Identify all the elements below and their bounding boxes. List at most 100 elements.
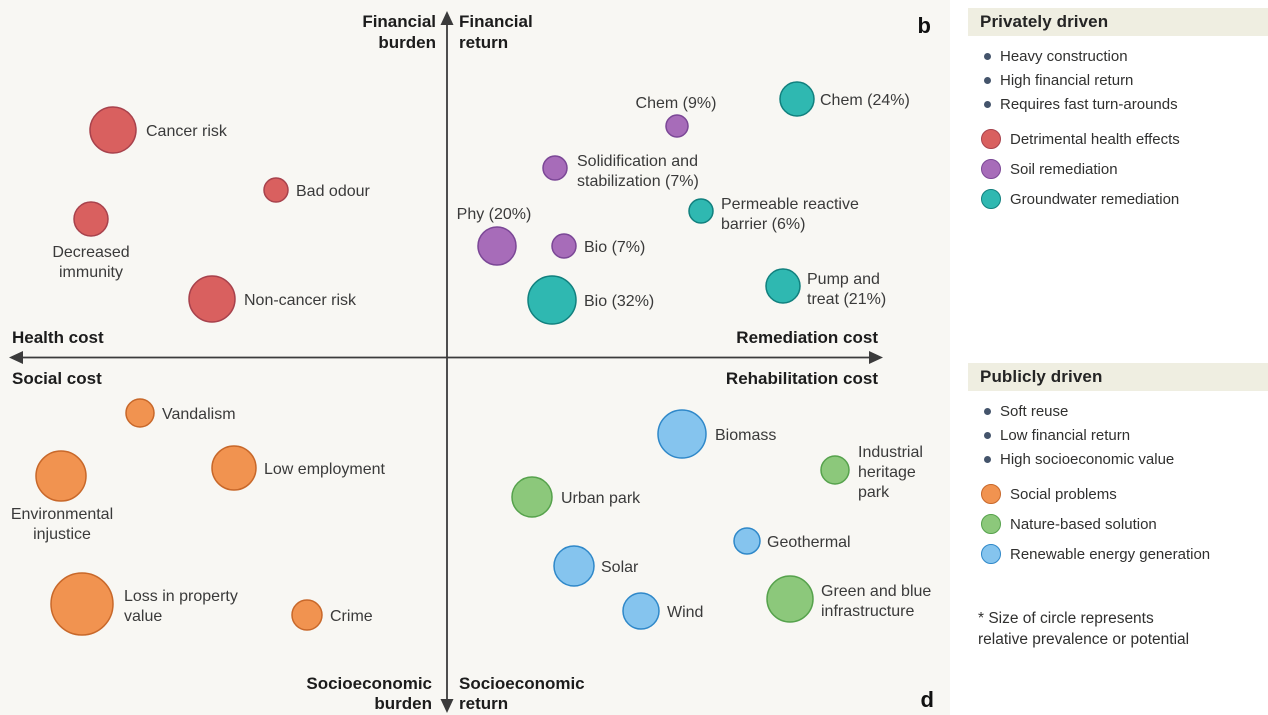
bullet-item-high-financial-return: High financial return bbox=[984, 68, 1268, 92]
bullet-dot-icon bbox=[984, 52, 991, 60]
bubble-non-cancer-risk bbox=[188, 275, 236, 323]
left-arrow-icon bbox=[9, 351, 23, 364]
bubble-cancer-risk bbox=[89, 106, 137, 154]
bubble-decreased-immunity bbox=[73, 201, 109, 237]
bubble-biomass bbox=[657, 409, 707, 459]
bubble-pump-and-treat-21 bbox=[765, 268, 801, 304]
bubble-green-and-blue-infrastructure bbox=[766, 575, 814, 623]
legend-item-social-problems: Social problems bbox=[981, 479, 1268, 509]
legend-swatch-orange-icon bbox=[981, 484, 1001, 504]
bullet-dot-icon bbox=[984, 431, 991, 439]
bubble-label-vandalism: Vandalism bbox=[162, 406, 236, 423]
bubble-crime bbox=[291, 599, 323, 631]
bullet-item-heavy-construction: Heavy construction bbox=[984, 44, 1268, 68]
bubble-loss-in-property-value bbox=[50, 572, 114, 636]
bullet-item-requires-fast-turn-arounds: Requires fast turn-arounds bbox=[984, 92, 1268, 116]
bubble-label-crime: Crime bbox=[330, 608, 373, 625]
panel-title: Publicly driven bbox=[980, 367, 1103, 386]
bubble-solidification-and-stabilization-7 bbox=[542, 155, 568, 181]
legend-swatch-blue-icon bbox=[981, 544, 1001, 564]
bubble-chem-24 bbox=[779, 81, 815, 117]
footnote-line: * Size of circle represents bbox=[978, 610, 1154, 627]
bubble-label-chem-9: Chem (9%) bbox=[636, 95, 717, 112]
bubble-label-bio-32: Bio (32%) bbox=[584, 293, 654, 310]
bullet-text: Requires fast turn-arounds bbox=[1000, 95, 1178, 113]
legend-swatch-teal-icon bbox=[981, 189, 1001, 209]
bubble-label-low-employment: Low employment bbox=[264, 461, 386, 478]
up-arrow-icon bbox=[440, 11, 454, 25]
legend-swatch-red-icon bbox=[981, 129, 1001, 149]
legend-swatch-green-icon bbox=[981, 514, 1001, 534]
bullet-text: High socioeconomic value bbox=[1000, 450, 1175, 468]
bubble-bio-7 bbox=[551, 233, 577, 259]
legend-item-nature-based-solution: Nature-based solution bbox=[981, 509, 1268, 539]
axis-label-health-cost: Health cost bbox=[12, 328, 104, 347]
bubble-environmental-injustice bbox=[35, 450, 87, 502]
bullet-dot-icon bbox=[984, 407, 991, 415]
legend-item-groundwater-remediation: Groundwater remediation bbox=[981, 184, 1268, 214]
bubble-wind bbox=[622, 592, 660, 630]
size-footnote: * Size of circle represents relative pre… bbox=[978, 608, 1189, 650]
axis-label-social-cost: Social cost bbox=[12, 369, 102, 388]
bubble-solar bbox=[553, 545, 595, 587]
bullet-text: High financial return bbox=[1000, 71, 1134, 89]
panel-header: Publicly driven bbox=[968, 363, 1268, 391]
down-arrow-icon bbox=[440, 699, 454, 713]
bubble-low-employment bbox=[211, 445, 257, 491]
panel-letter-b: b bbox=[918, 13, 931, 38]
bubble-permeable-reactive-barrier-6 bbox=[688, 198, 714, 224]
bubble-bio-32 bbox=[527, 275, 577, 325]
bullet-item-soft-reuse: Soft reuse bbox=[984, 399, 1268, 423]
bullet-text: Soft reuse bbox=[1000, 402, 1069, 420]
bubble-label-bad-odour: Bad odour bbox=[296, 183, 371, 200]
bullet-dot-icon bbox=[984, 76, 991, 84]
bubble-urban-park bbox=[511, 476, 553, 518]
right-arrow-icon bbox=[869, 351, 883, 364]
bubble-phy-20 bbox=[477, 226, 517, 266]
axis-label-remediation-cost: Remediation cost bbox=[736, 328, 878, 347]
bullet-text: Heavy construction bbox=[1000, 47, 1128, 65]
bubble-label-solar: Solar bbox=[601, 559, 639, 576]
legend-label: Nature-based solution bbox=[1010, 515, 1157, 533]
bubble-label-cancer-risk: Cancer risk bbox=[146, 123, 228, 140]
bubble-geothermal bbox=[733, 527, 761, 555]
bullet-dot-icon bbox=[984, 100, 991, 108]
legend-label: Renewable energy generation bbox=[1010, 545, 1211, 563]
bubble-label-non-cancer-risk: Non-cancer risk bbox=[244, 292, 357, 309]
bubble-label-urban-park: Urban park bbox=[561, 490, 641, 507]
bullet-item-low-financial-return: Low financial return bbox=[984, 423, 1268, 447]
bubble-label-bio-7: Bio (7%) bbox=[584, 239, 645, 256]
bubble-label-wind: Wind bbox=[667, 604, 703, 621]
bubble-vandalism bbox=[125, 398, 155, 428]
footnote-line: relative prevalence or potential bbox=[978, 631, 1190, 648]
bullet-item-high-socioeconomic-value: High socioeconomic value bbox=[984, 447, 1268, 471]
legend-item-soil-remediation: Soil remediation bbox=[981, 154, 1268, 184]
panel-title: Privately driven bbox=[980, 12, 1109, 31]
panel-letter-d: d bbox=[921, 687, 934, 712]
legend-swatch-purple-icon bbox=[981, 159, 1001, 179]
bubble-label-chem-24: Chem (24%) bbox=[820, 92, 910, 109]
legend-item-renewable-energy-generation: Renewable energy generation bbox=[981, 539, 1268, 569]
bubble-chem-9 bbox=[665, 114, 689, 138]
legend-item-detrimental-health-effects: Detrimental health effects bbox=[981, 124, 1268, 154]
legend-label: Detrimental health effects bbox=[1010, 130, 1180, 148]
